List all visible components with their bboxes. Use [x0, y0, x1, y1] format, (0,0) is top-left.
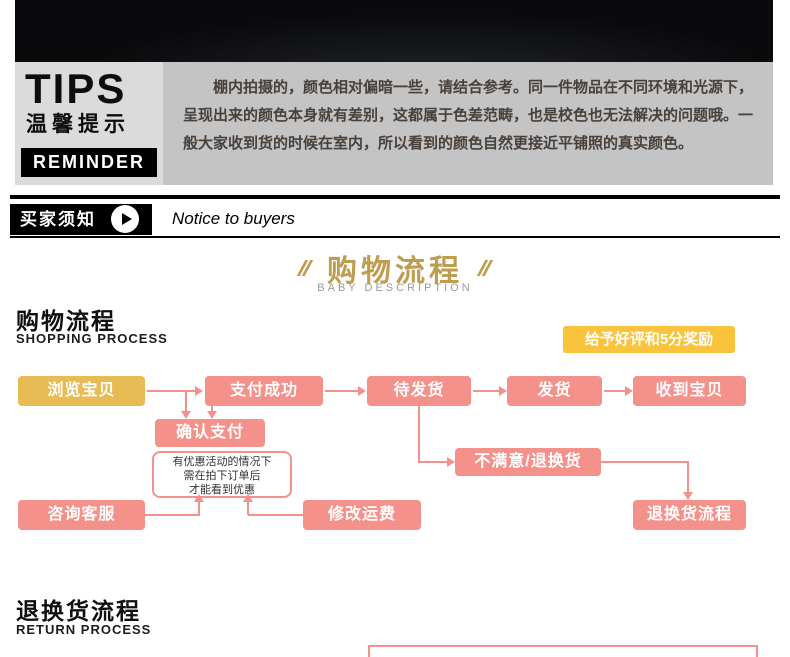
section-title: 购物流程	[0, 246, 790, 290]
flow-step-return-process: 退换货流程	[633, 500, 746, 530]
ornament-left-icon	[296, 260, 313, 276]
divider	[10, 236, 780, 238]
connector	[601, 461, 689, 463]
returns-heading-cn: 退换货流程	[16, 598, 141, 624]
connector	[145, 514, 200, 516]
section-title-en: BABY DESCRIPTION	[317, 282, 473, 294]
flow-step-modify-freight: 修改运费	[303, 500, 421, 530]
connector	[325, 390, 358, 392]
connector	[247, 501, 249, 515]
flow-step-confirm-pay: 确认支付	[155, 419, 265, 447]
reward-badge: 给予好评和5分奖励	[563, 326, 735, 353]
ornament-right-icon	[477, 260, 494, 276]
tips-subtitle-cn: 温馨提示	[26, 113, 130, 136]
arrow-right-icon	[447, 457, 455, 467]
tips-title: TIPS	[25, 65, 127, 112]
discount-note-line: 有优惠活动的情况下	[172, 456, 272, 468]
arrow-up-icon	[243, 494, 253, 502]
connector	[185, 392, 187, 412]
product-photo-bottom	[15, 0, 773, 62]
play-triangle-icon	[122, 213, 132, 225]
connector	[147, 390, 195, 392]
discount-note-line: 才能看到优惠	[189, 484, 255, 496]
flow-step-receive: 收到宝贝	[633, 376, 746, 406]
arrow-right-icon	[499, 386, 507, 396]
returns-heading-en: RETURN PROCESS	[16, 622, 152, 637]
connector	[687, 461, 689, 493]
arrow-right-icon	[625, 386, 633, 396]
arrow-right-icon	[195, 386, 203, 396]
next-section-box	[368, 645, 758, 657]
flow-step-ship: 发货	[507, 376, 602, 406]
arrow-down-icon	[181, 411, 191, 419]
notice-label: 买家须知	[20, 210, 96, 229]
connector	[604, 390, 625, 392]
notice-subtitle: Notice to buyers	[172, 209, 295, 228]
discount-note: 有优惠活动的情况下 需在拍下订单后 才能看到优惠	[152, 451, 292, 498]
connector	[198, 501, 200, 515]
tips-body-text: 棚内拍摄的，颜色相对偏暗一些，请结合参考。同一件物品在不同环境和光源下，呈现出来…	[163, 62, 773, 185]
arrow-down-icon	[207, 411, 217, 419]
connector	[248, 514, 303, 516]
flow-step-browse: 浏览宝贝	[18, 376, 145, 406]
shopping-heading-en: SHOPPING PROCESS	[16, 331, 168, 346]
flow-step-contact-service: 咨询客服	[18, 500, 145, 530]
arrow-right-icon	[358, 386, 366, 396]
shopping-heading-cn: 购物流程	[16, 308, 116, 334]
connector	[418, 461, 448, 463]
arrow-down-icon	[683, 492, 693, 500]
tips-reminder-label: REMINDER	[21, 148, 157, 177]
play-icon	[111, 205, 139, 233]
connector	[418, 406, 420, 462]
flow-step-dissatisfied: 不满意/退换货	[455, 448, 601, 476]
discount-note-line: 需在拍下订单后	[183, 470, 261, 482]
flow-step-awaiting-ship: 待发货	[367, 376, 471, 406]
tips-panel: TIPS 温馨提示 REMINDER	[15, 62, 163, 185]
divider	[10, 195, 780, 199]
connector	[473, 390, 499, 392]
section-title-cn: 购物流程	[327, 255, 463, 288]
connector	[211, 406, 213, 412]
arrow-up-icon	[194, 494, 204, 502]
flow-step-pay-success: 支付成功	[205, 376, 323, 406]
